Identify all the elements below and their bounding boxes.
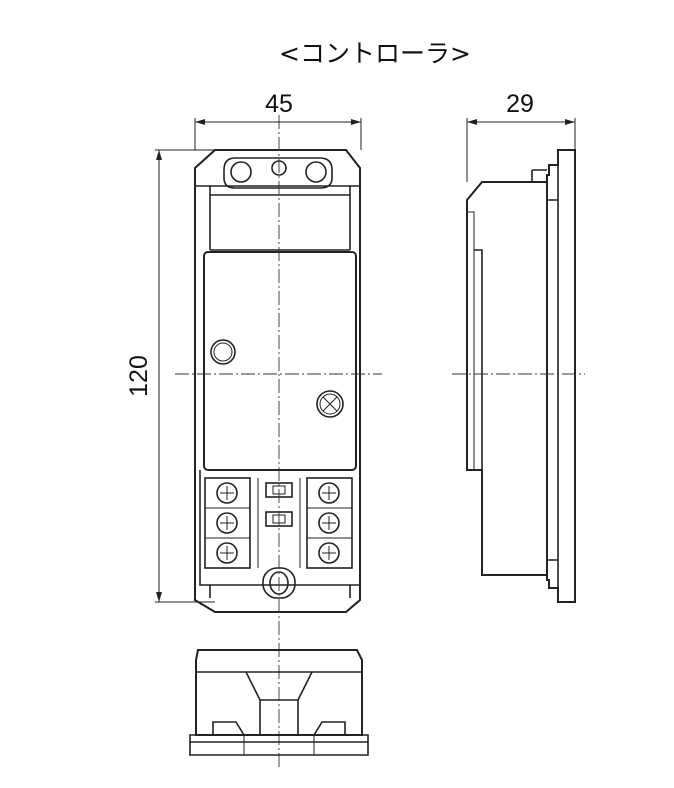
terminal-block-left [204,477,251,569]
depth-label: 29 [506,90,534,118]
height-dimension [155,149,215,603]
height-label: 120 [125,355,153,397]
drawing-title: <コントローラ> [279,39,471,68]
depth-dimension [466,118,576,182]
side-view [466,149,576,603]
width-dimension [194,118,362,150]
terminal-block-right [306,477,353,569]
front-view [194,149,361,613]
bottom-view [189,649,369,756]
width-label: 45 [265,90,293,118]
